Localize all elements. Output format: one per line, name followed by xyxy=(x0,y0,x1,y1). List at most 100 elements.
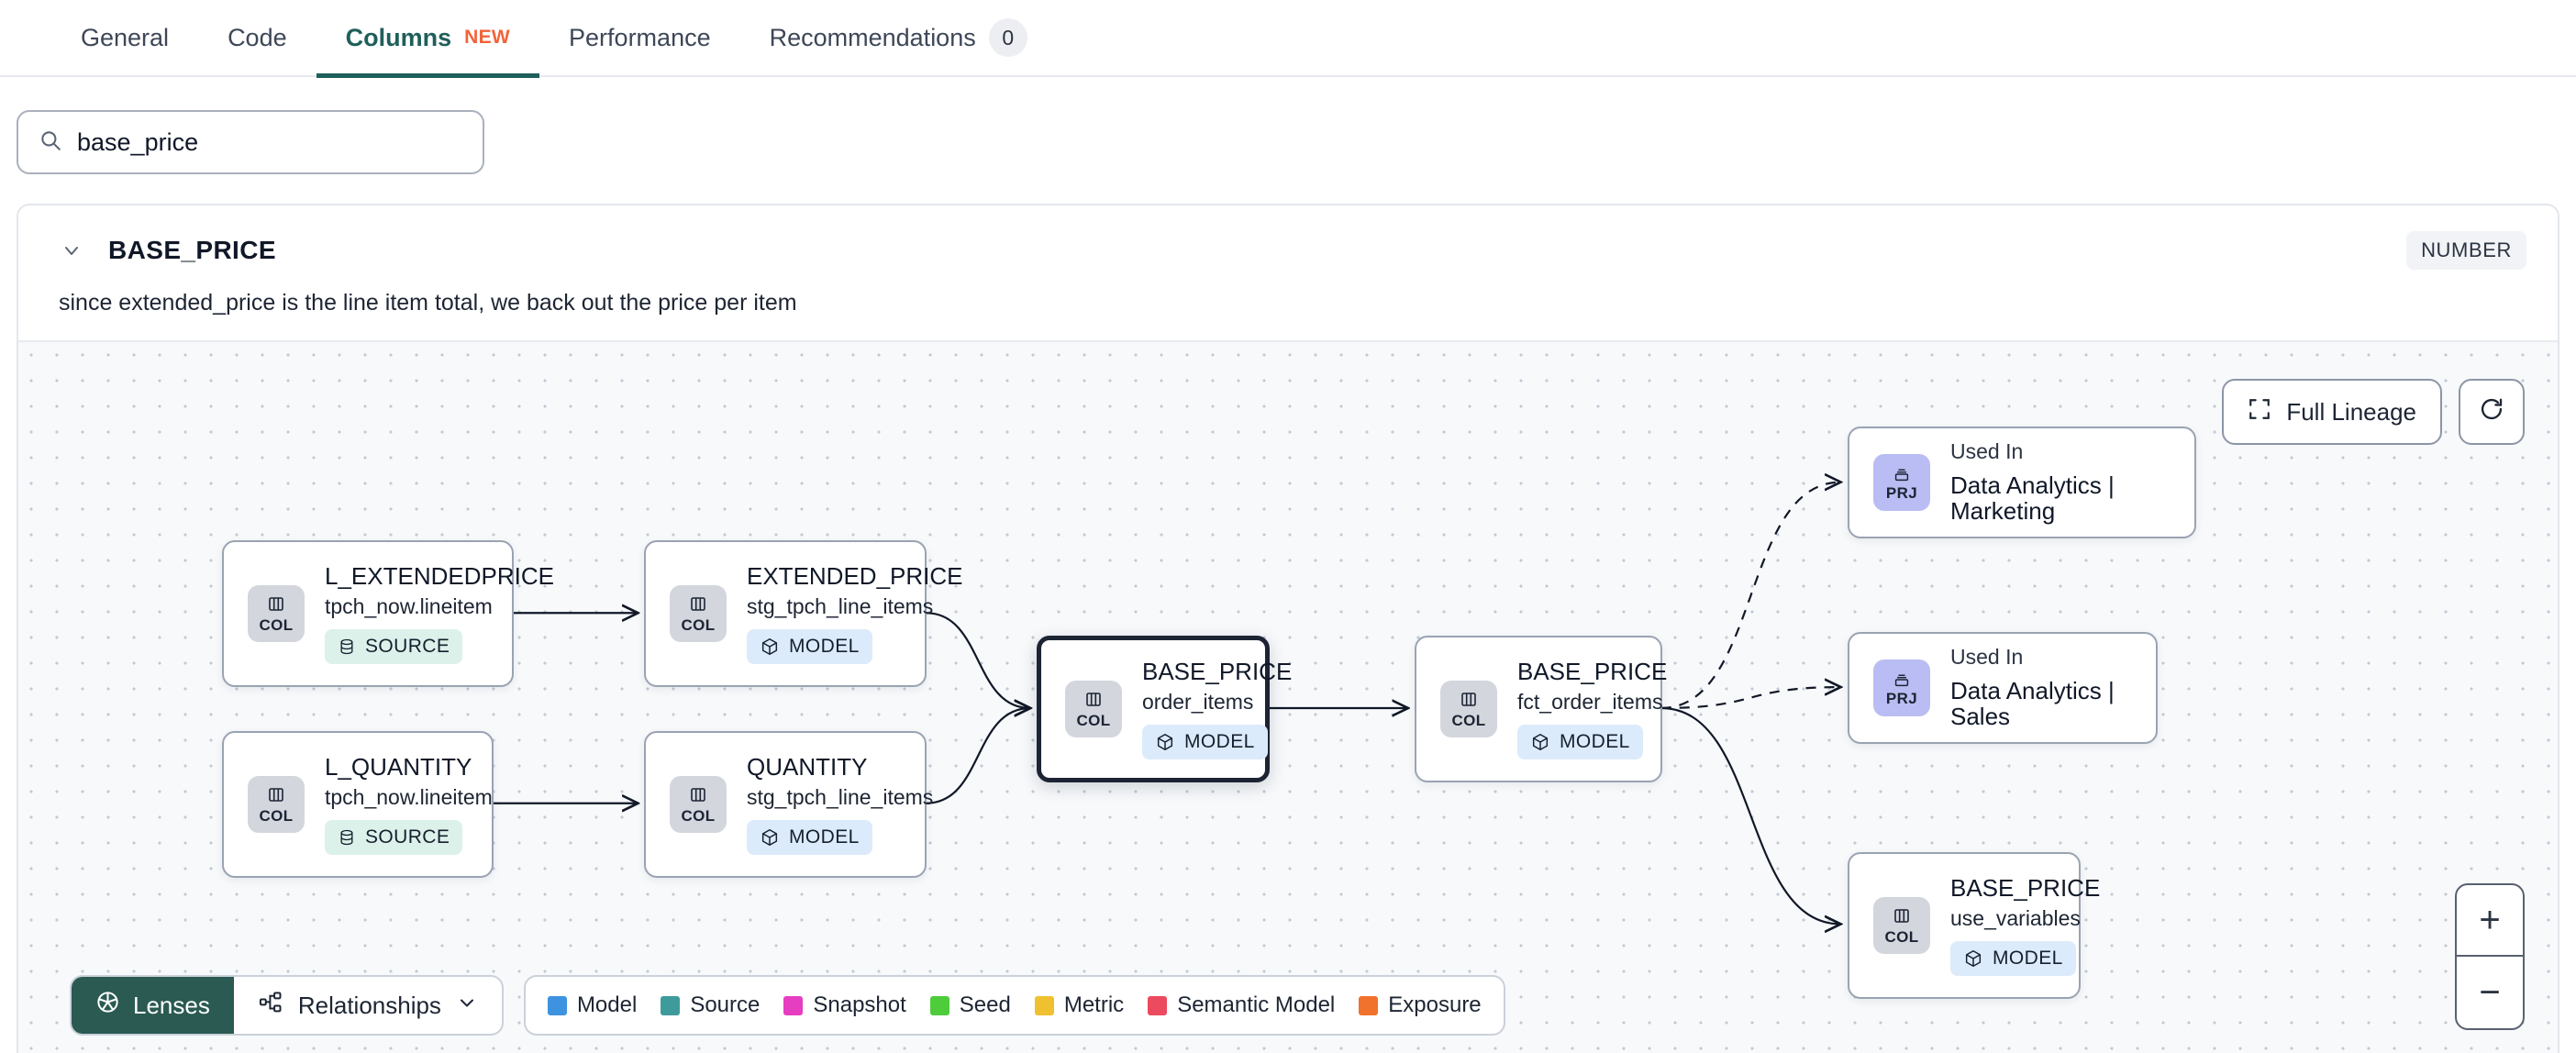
legend-swatch xyxy=(661,995,681,1015)
tab-bar: General Code Columns NEW Performance Recommen… xyxy=(0,0,2576,78)
lenses-relationships-group: Lenses Relationships xyxy=(70,975,504,1036)
node-subtitle: stg_tpch_line_items xyxy=(747,785,934,810)
tab-general[interactable]: General xyxy=(51,0,198,76)
node-icon-tag: COL xyxy=(1451,712,1486,729)
refresh-button[interactable] xyxy=(2459,379,2525,445)
relationships-label: Relationships xyxy=(297,991,441,1019)
legend-swatch xyxy=(1034,995,1054,1015)
search-input[interactable] xyxy=(77,127,462,157)
column-icon: COL xyxy=(248,585,305,642)
node-subtitle: fct_order_items xyxy=(1517,690,1663,715)
node-type-label: SOURCE xyxy=(365,826,450,848)
tab-new-badge: NEW xyxy=(464,27,511,48)
column-description: since extended_price is the line item to… xyxy=(59,290,797,316)
node-icon-tag: COL xyxy=(1884,928,1919,946)
node-name: BASE_PRICE xyxy=(1142,657,1293,685)
legend-swatch xyxy=(783,995,804,1015)
legend-item: Semantic Model xyxy=(1148,992,1335,1018)
node-name: EXTENDED_PRICE xyxy=(747,561,963,590)
node-name: Used In xyxy=(1950,645,2024,670)
tab-label: Performance xyxy=(569,23,711,51)
legend-swatch xyxy=(547,995,567,1015)
legend-swatch xyxy=(1148,995,1168,1015)
legend-item: Source xyxy=(661,992,760,1018)
search-box[interactable] xyxy=(17,110,484,174)
node-icon-tag: PRJ xyxy=(1885,690,1918,707)
column-icon: COL xyxy=(248,776,305,833)
node-icon-tag: PRJ xyxy=(1885,484,1918,502)
lineage-edge xyxy=(1660,706,1841,924)
column-icon: COL xyxy=(670,585,727,642)
node-icon-tag: COL xyxy=(1076,712,1111,729)
node-name: L_QUANTITY xyxy=(325,752,472,781)
tab-code[interactable]: Code xyxy=(198,0,316,76)
full-lineage-button[interactable]: Full Lineage xyxy=(2222,379,2442,445)
legend-item: Model xyxy=(547,992,637,1018)
node-name: QUANTITY xyxy=(747,752,868,781)
column-icon: COL xyxy=(670,776,727,833)
node-type-label: MODEL xyxy=(1184,731,1255,753)
tab-label: Code xyxy=(228,23,287,51)
aperture-icon xyxy=(95,990,120,1021)
column-header: BASE_PRICE NUMBER xyxy=(18,205,2558,270)
nodes-icon xyxy=(258,990,283,1022)
node-subtitle: stg_tpch_line_items xyxy=(747,594,934,619)
node-type-badge: SOURCE xyxy=(325,629,463,665)
node-type-badge: MODEL xyxy=(747,629,872,665)
node-subtitle: use_variables xyxy=(1950,906,2081,931)
column-icon: COL xyxy=(1873,897,1930,954)
legend-item: Metric xyxy=(1034,992,1124,1018)
tab-label: Recommendations xyxy=(769,23,976,51)
lenses-button[interactable]: Lenses xyxy=(72,977,234,1034)
tab-label: Columns xyxy=(345,23,452,51)
relationships-dropdown[interactable]: Relationships xyxy=(234,977,502,1034)
node-icon-tag: COL xyxy=(681,807,716,825)
legend: Model Source Snapshot Seed Metric Semantic Mo… xyxy=(523,975,1505,1036)
tab-performance[interactable]: Performance xyxy=(539,0,740,76)
node-type-label: MODEL xyxy=(1560,731,1630,753)
node-icon-tag: COL xyxy=(259,807,294,825)
node-icon-tag: COL xyxy=(681,616,716,634)
chevron-down-icon xyxy=(456,992,478,1020)
expand-icon xyxy=(2248,397,2271,427)
node-name: Used In xyxy=(1950,439,2024,464)
full-lineage-label: Full Lineage xyxy=(2286,397,2416,426)
node-type-label: MODEL xyxy=(789,826,860,848)
node-subtitle: tpch_now.lineitem xyxy=(325,594,493,619)
zoom-in-button[interactable]: + xyxy=(2457,885,2523,957)
chevron-down-icon[interactable] xyxy=(59,238,84,263)
column-icon: COL xyxy=(1065,681,1122,737)
node-type-label: MODEL xyxy=(789,636,860,658)
lineage-top-controls: Full Lineage xyxy=(2222,379,2525,445)
tab-columns[interactable]: Columns NEW xyxy=(316,0,540,78)
tab-label: General xyxy=(81,23,170,51)
lineage-edge xyxy=(1660,687,1841,710)
node-subtitle: tpch_now.lineitem xyxy=(325,785,493,810)
legend-item: Seed xyxy=(929,992,1011,1018)
node-type-badge: MODEL xyxy=(1517,725,1643,760)
legend-item: Snapshot xyxy=(783,992,906,1018)
column-icon: COL xyxy=(1440,681,1497,737)
zoom-out-button[interactable]: − xyxy=(2479,971,2501,1013)
legend-swatch xyxy=(929,995,949,1015)
zoom-controls: + − xyxy=(2455,883,2525,1030)
